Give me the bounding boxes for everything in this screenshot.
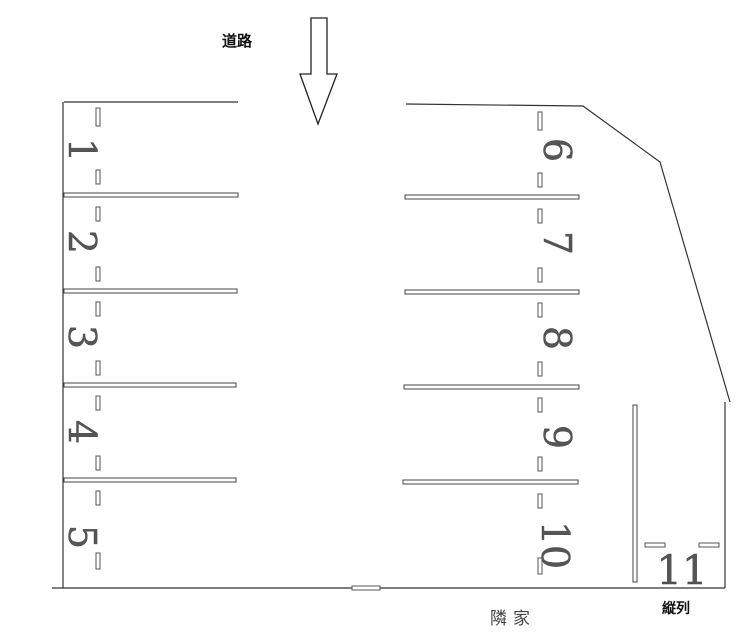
neighbor-label: 隣家: [490, 609, 536, 629]
space-number-3: 3: [60, 325, 104, 349]
space-number-7: 7: [535, 231, 579, 255]
entry-arrow-icon: [299, 17, 338, 126]
boundary-marker: [351, 585, 381, 591]
space-number-4: 4: [60, 420, 104, 444]
space-number-5: 5: [60, 525, 104, 549]
space-number-11: 11: [657, 548, 708, 594]
space-number-6: 6: [535, 138, 579, 162]
space-number-2: 2: [60, 230, 104, 254]
lot-boundary: [52, 101, 731, 589]
left-row-ticks: [95, 107, 101, 570]
tandem-space-marks: [632, 404, 720, 583]
road-label: 道路: [222, 32, 253, 50]
tandem-label: 縦列: [662, 600, 690, 617]
right-row-ticks: [537, 111, 543, 575]
right-row-dividers: [402, 194, 580, 485]
space-number-9: 9: [535, 425, 579, 449]
space-number-8: 8: [535, 326, 579, 350]
left-row-dividers: [63, 192, 239, 483]
space-number-1: 1: [60, 138, 104, 162]
space-number-10: 10: [533, 521, 577, 569]
